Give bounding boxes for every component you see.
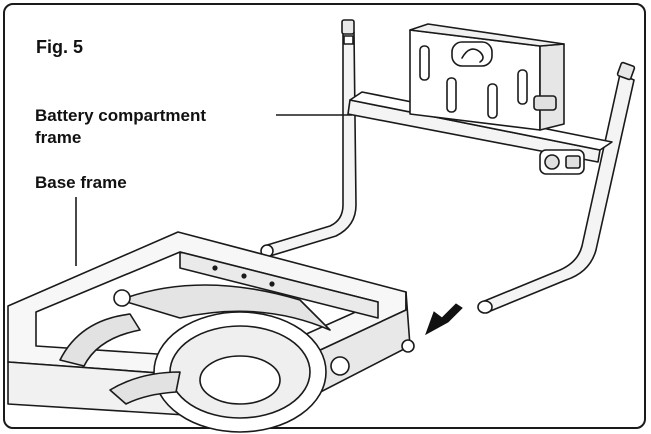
battery-compartment-label-line2: frame (35, 128, 82, 147)
base-frame (7, 231, 415, 433)
left-tube (263, 31, 357, 257)
battery-box (409, 23, 565, 131)
battery-compartment-label-line1: Battery compartment (35, 106, 206, 125)
battery-compartment-frame (260, 19, 636, 314)
brand-logo-icon (451, 41, 493, 67)
figure-border (3, 3, 646, 429)
arrow-left-down-icon (425, 303, 463, 336)
base-frame-label: Base frame (35, 173, 127, 192)
wheel (59, 284, 331, 433)
figure-label: Fig. 5 (36, 37, 84, 57)
latch (539, 149, 585, 175)
